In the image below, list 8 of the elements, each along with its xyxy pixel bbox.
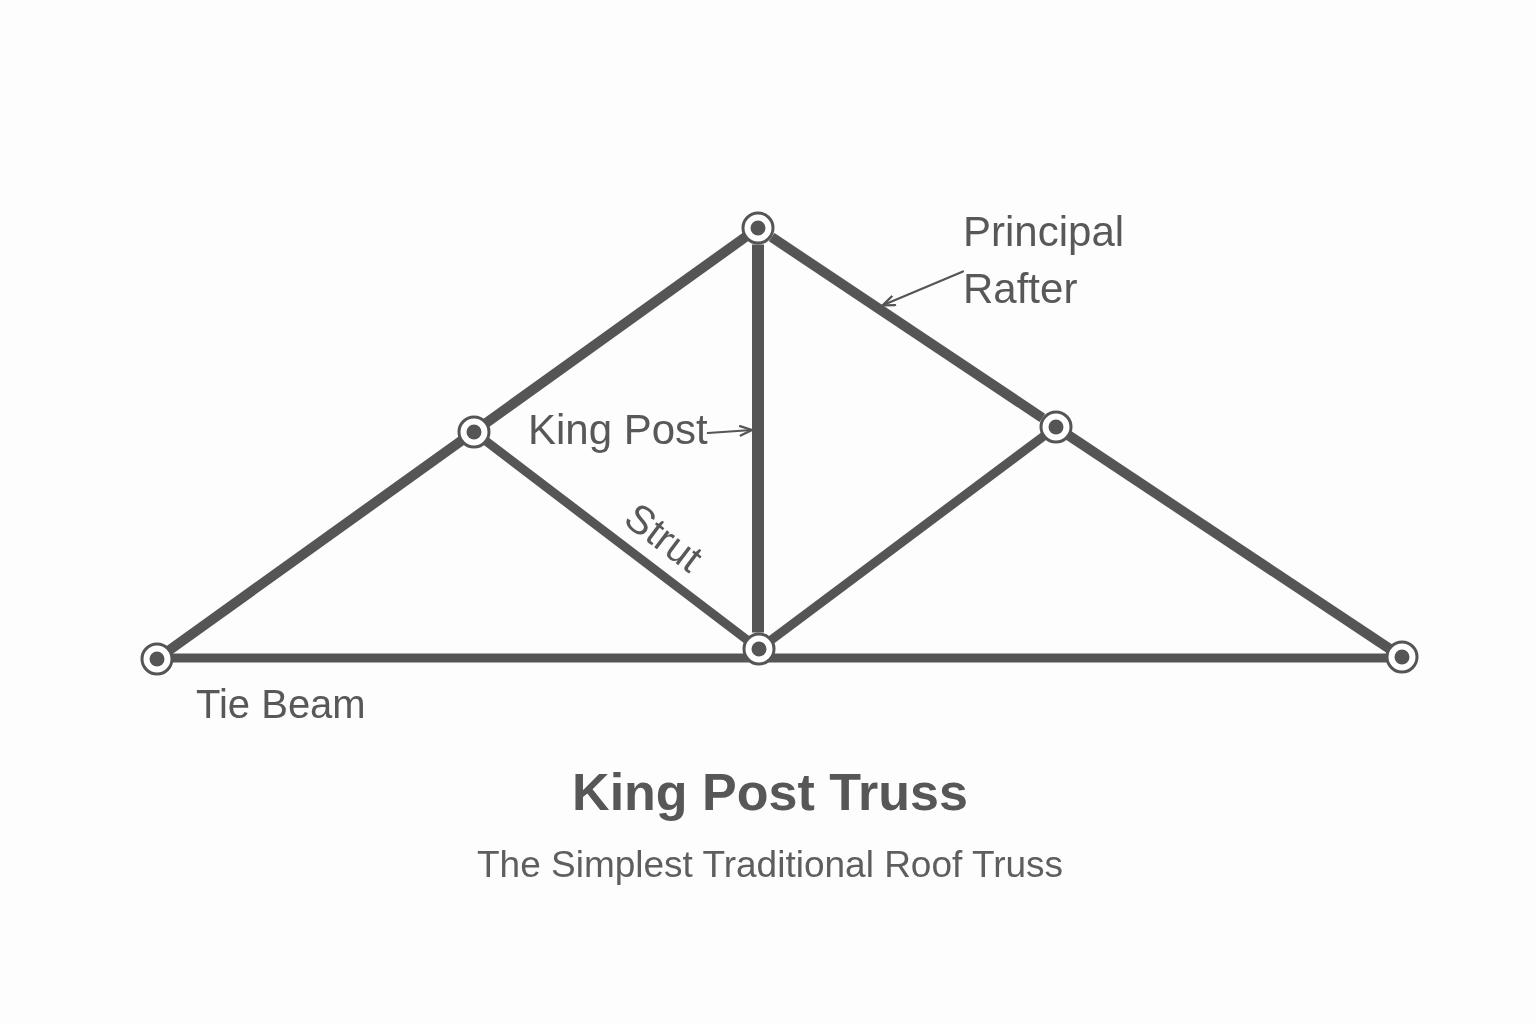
part-label: Principal Rafter	[963, 203, 1125, 317]
leader-arrow	[881, 270, 965, 307]
king-post-member	[752, 244, 764, 633]
diagram-caption: The Simplest Traditional Roof Truss	[476, 842, 1064, 887]
diagram-title: King Post Truss	[572, 761, 968, 823]
part-label: King Post	[528, 405, 708, 455]
member-label: Tie Beam	[196, 681, 366, 728]
leader-arrow	[706, 424, 754, 437]
